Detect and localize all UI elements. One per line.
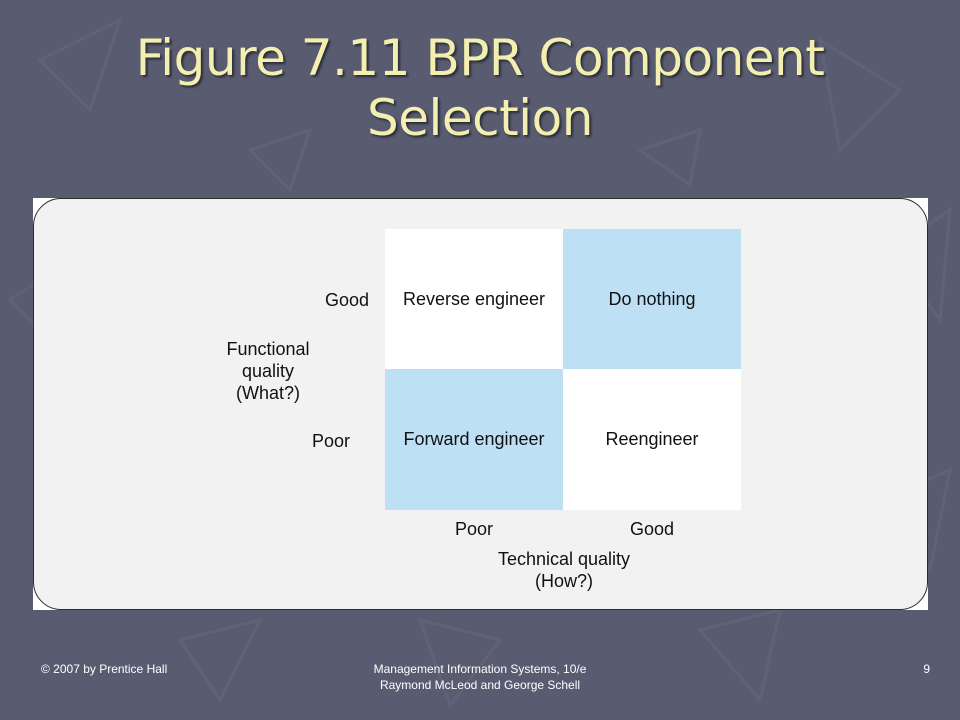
footer-authors: Raymond McLeod and George Schell <box>379 678 581 692</box>
slide-title: Figure 7.11 BPR Component Selection <box>60 28 900 148</box>
x-axis-title: Technical quality (How?) <box>464 548 664 592</box>
cell-do-nothing: Do nothing <box>563 229 741 369</box>
footer-book-title: Management Information Systems, 10/e <box>373 662 587 676</box>
slide-title-line-1: Figure 7.11 BPR Component <box>135 29 825 87</box>
cell-forward-engineer: Forward engineer <box>385 369 563 510</box>
figure-frame: Reverse engineer Do nothing Forward engi… <box>33 198 928 610</box>
x-axis-good-label: Good <box>629 519 675 539</box>
y-axis-poor-label: Poor <box>312 431 351 451</box>
y-axis-title-line-2: quality <box>241 361 295 381</box>
x-axis-poor-label: Poor <box>454 519 494 539</box>
footer-page-number: 9 <box>923 662 930 676</box>
cell-reengineer: Reengineer <box>563 369 741 510</box>
y-axis-title-line-3: (What?) <box>235 383 300 403</box>
footer-book-info: Management Information Systems, 10/e Ray… <box>330 661 630 693</box>
footer-copyright: © 2007 by Prentice Hall <box>41 662 168 676</box>
figure-panel: Reverse engineer Do nothing Forward engi… <box>33 198 928 610</box>
y-axis-good-label: Good <box>324 290 370 310</box>
x-axis-title-line-2: (How?) <box>534 571 593 591</box>
x-axis-title-line-1: Technical quality <box>497 549 631 569</box>
y-axis-title: Functional quality (What?) <box>204 338 332 404</box>
slide-title-line-2: Selection <box>367 89 593 147</box>
cell-reverse-engineer: Reverse engineer <box>385 229 563 369</box>
y-axis-title-line-1: Functional <box>226 339 310 359</box>
